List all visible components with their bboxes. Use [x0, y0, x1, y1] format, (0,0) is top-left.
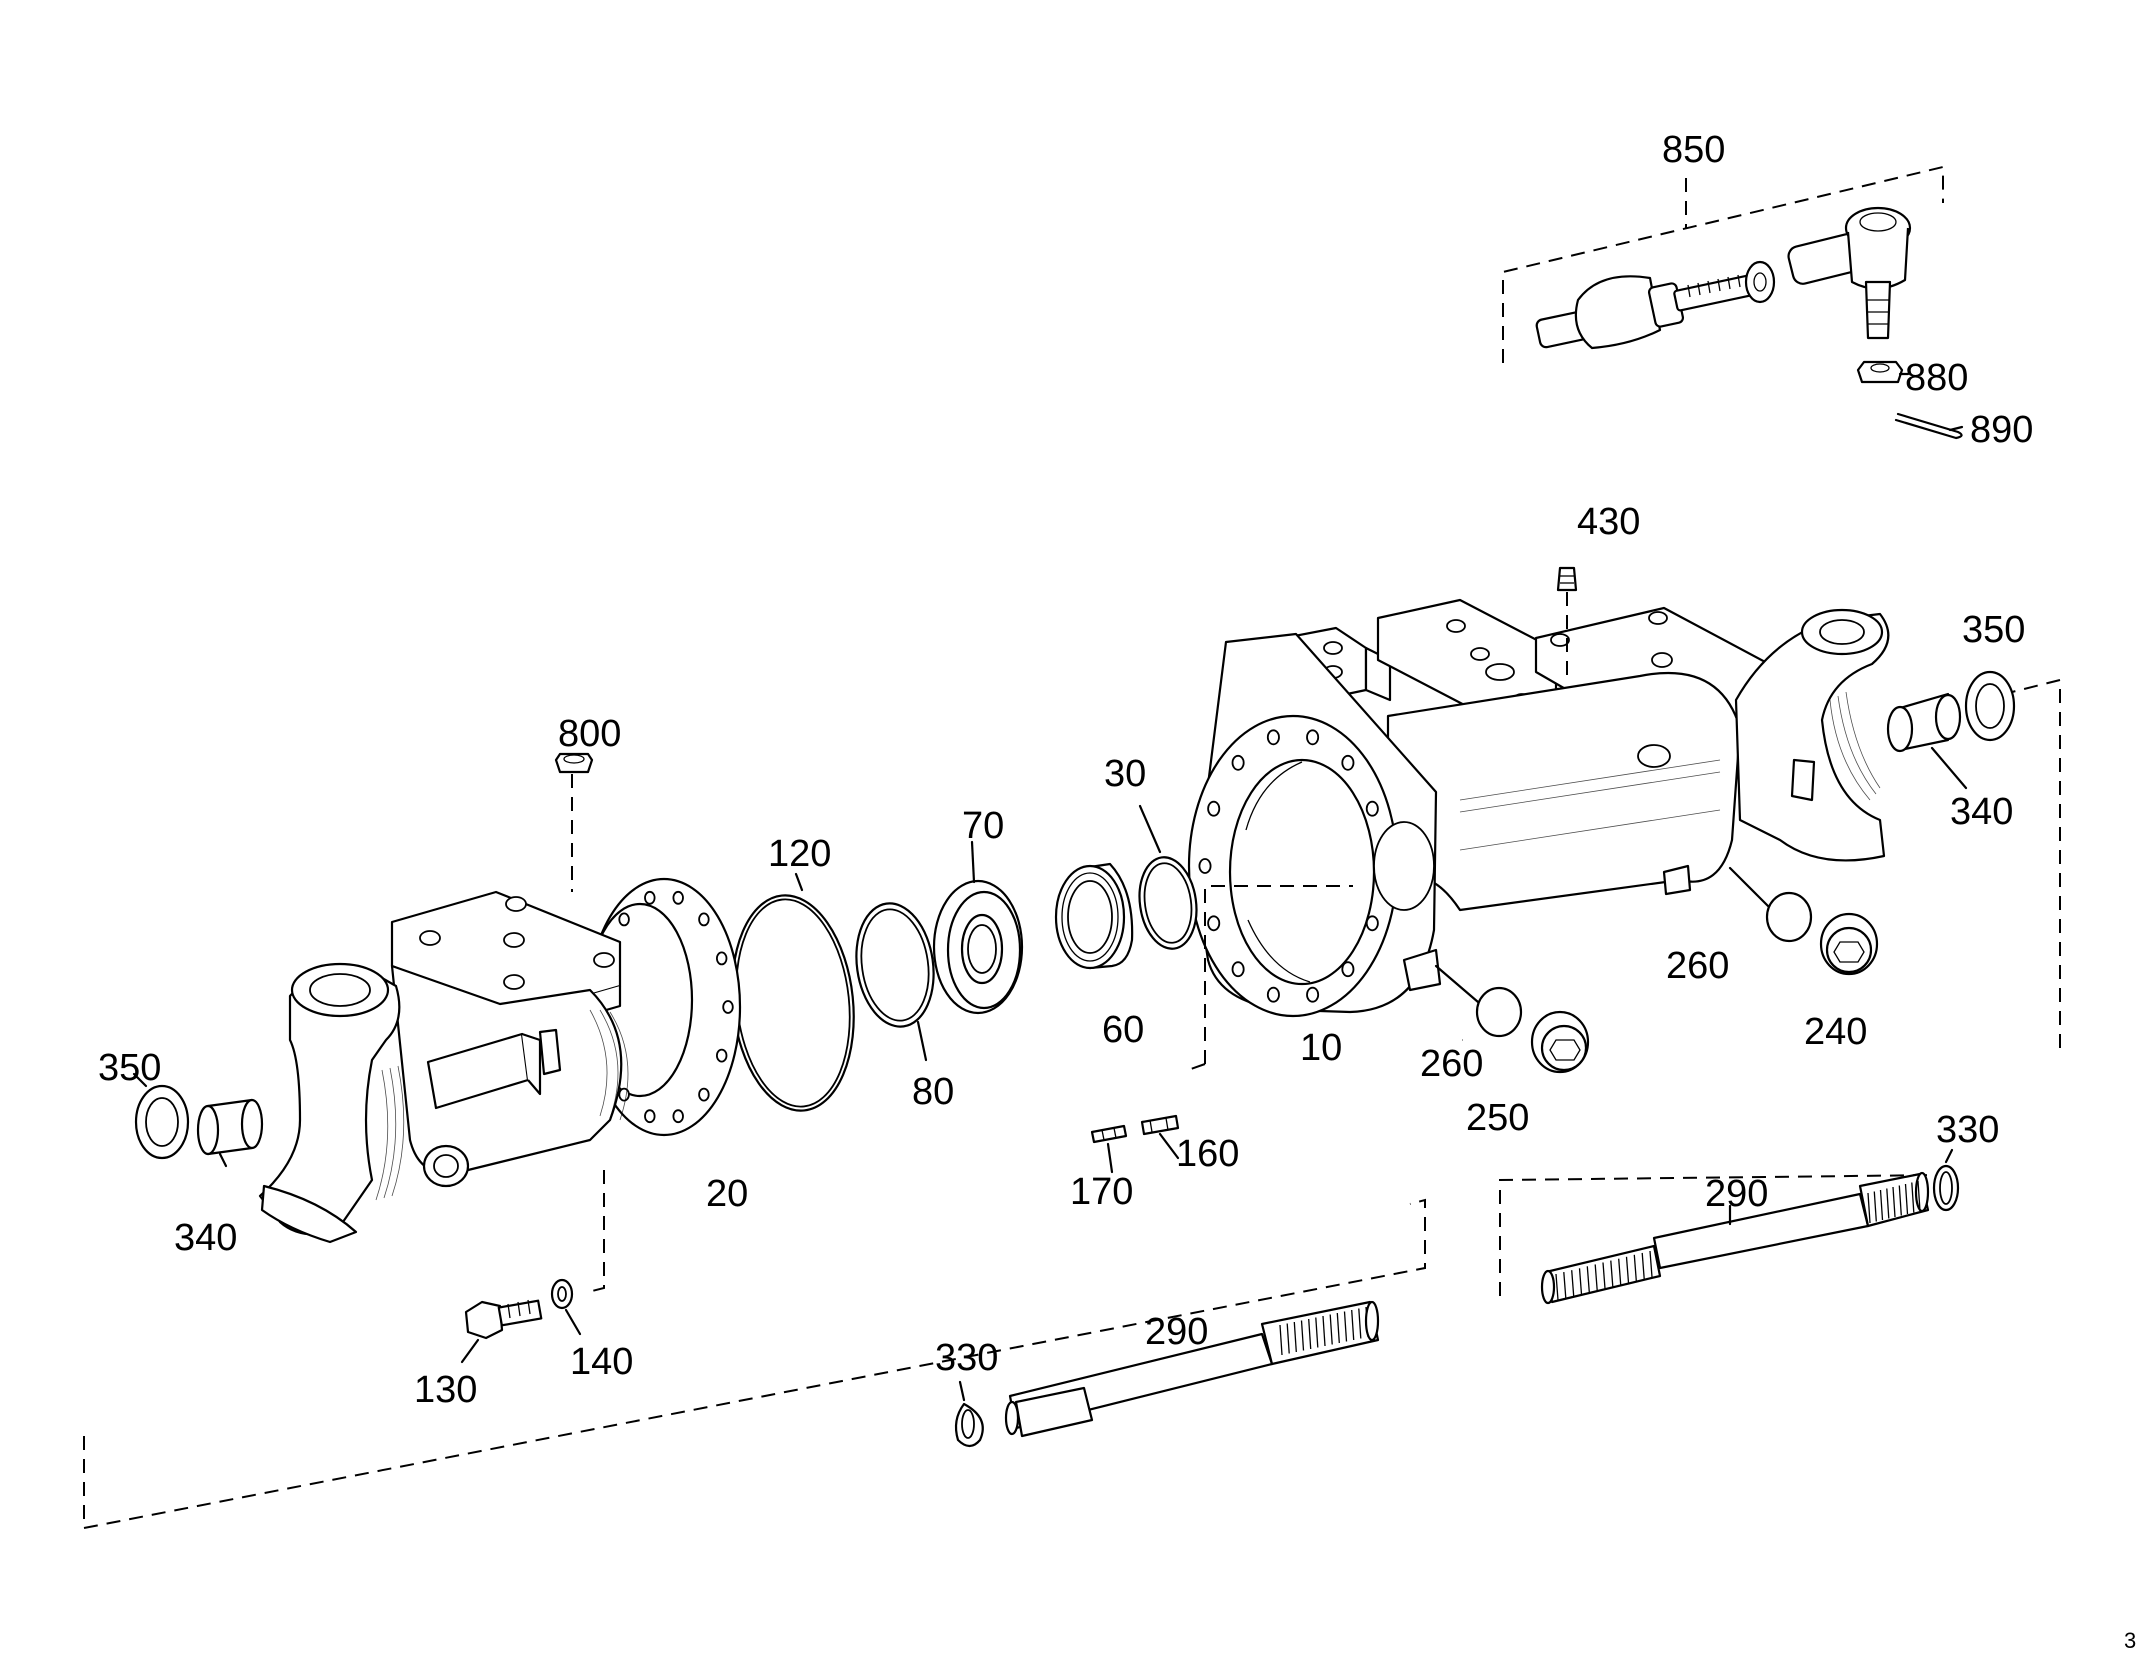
label-350-right: 350	[1962, 609, 2025, 651]
label-20: 20	[706, 1173, 748, 1215]
label-850: 850	[1662, 129, 1725, 171]
axle-housing-20	[258, 752, 742, 1293]
label-120: 120	[768, 833, 831, 875]
label-290-left: 290	[1145, 1311, 1208, 1353]
label-250: 250	[1466, 1097, 1529, 1139]
label-260-center: 260	[1420, 1043, 1483, 1085]
label-330-left: 330	[935, 1337, 998, 1379]
part-labels: 850 880 890 430 350 340 260 240 260 250 …	[98, 129, 2136, 1653]
label-140: 140	[570, 1341, 633, 1383]
right-axle-shaft	[1540, 1148, 1960, 1305]
label-260-right: 260	[1666, 945, 1729, 987]
tie-rod-assembly	[1502, 165, 1964, 440]
left-axle-shaft	[83, 1198, 1426, 1530]
label-160: 160	[1176, 1133, 1239, 1175]
right-bush-and-seal	[1886, 670, 2016, 790]
pins-160-170	[1090, 1114, 1180, 1174]
label-170: 170	[1070, 1171, 1133, 1213]
label-240: 240	[1804, 1011, 1867, 1053]
label-340-right: 340	[1950, 791, 2013, 833]
corner-mark: 3	[2124, 1628, 2136, 1653]
label-10: 10	[1300, 1027, 1342, 1069]
left-bush-and-seal	[132, 1072, 264, 1168]
label-330-right: 330	[1936, 1109, 1999, 1151]
bolt-and-washer	[460, 1278, 582, 1364]
label-430: 430	[1577, 501, 1640, 543]
label-70: 70	[962, 805, 1004, 847]
label-800: 800	[558, 713, 621, 755]
label-880: 880	[1905, 357, 1968, 399]
axle-housing-10	[1187, 566, 1890, 1071]
label-80: 80	[912, 1071, 954, 1113]
plugs-and-seals	[1434, 866, 1879, 1074]
label-60: 60	[1102, 1009, 1144, 1051]
right-frame-line	[2011, 678, 2061, 1048]
label-350-left: 350	[98, 1047, 161, 1089]
label-130: 130	[414, 1369, 477, 1411]
label-890: 890	[1970, 409, 2033, 451]
label-30: 30	[1104, 753, 1146, 795]
label-340-left: 340	[174, 1217, 237, 1259]
label-290-right: 290	[1705, 1173, 1768, 1215]
bearings-and-rings	[731, 804, 1198, 1112]
